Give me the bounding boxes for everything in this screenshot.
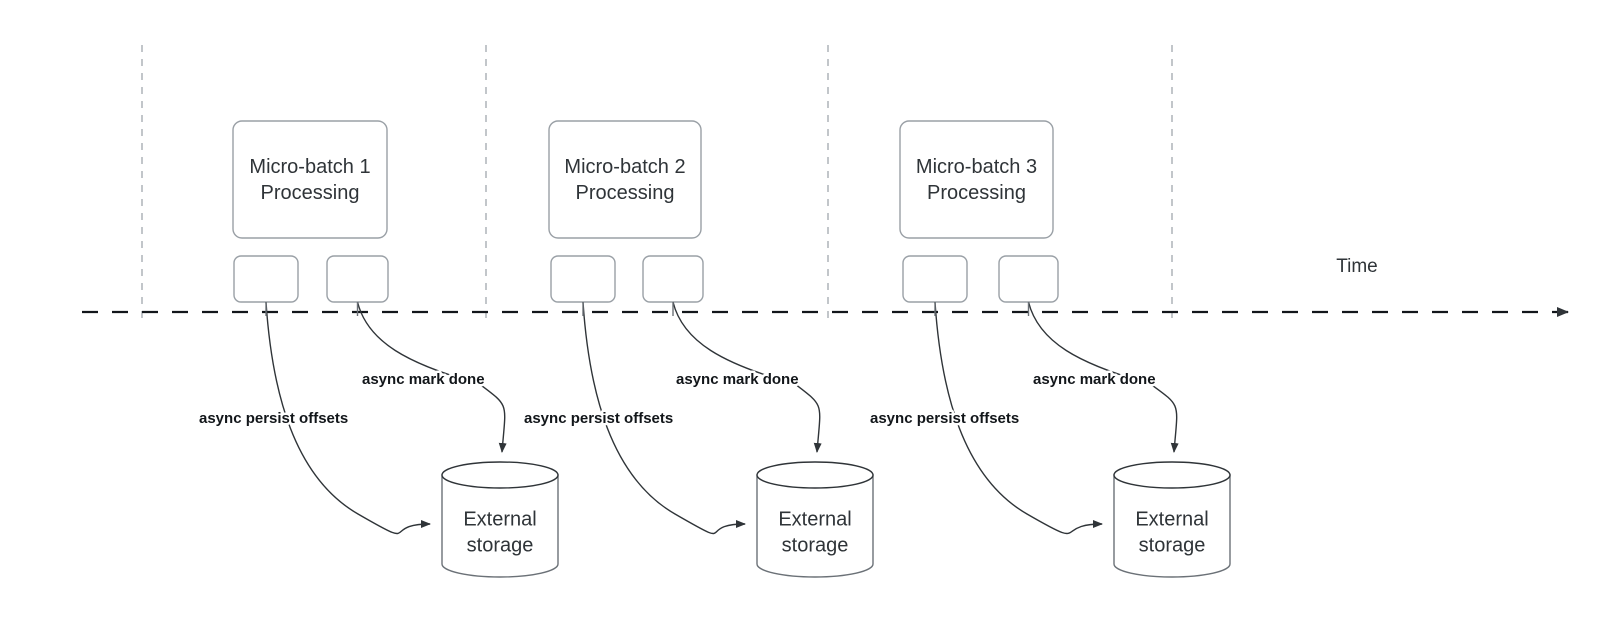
batch-2-edge-label-halo-2: async mark done xyxy=(676,371,799,388)
batch-3-edge-label-halo-1: async persist offsets xyxy=(870,410,1019,427)
batch-3-storage-cylinder[interactable]: External storage xyxy=(1113,461,1231,578)
batch-3-processing-box[interactable] xyxy=(899,120,1054,239)
batch-2-task-box-2[interactable] xyxy=(642,255,704,303)
batch-2-storage-cylinder[interactable]: External storage xyxy=(756,461,874,578)
batch-3-edge-label-halo-2: async mark done xyxy=(1033,371,1156,388)
batch-2-edge-persist-offsets xyxy=(582,301,746,535)
batch-2-edge-label-halo-1: async persist offsets xyxy=(524,410,673,427)
batch-1-title-line1: Micro-batch 1 xyxy=(249,156,370,178)
batch-3-edge-persist-offsets xyxy=(934,301,1103,535)
batch-1-edge-persist-offsets xyxy=(265,301,431,535)
batch-1-task-box-1[interactable] xyxy=(233,255,299,303)
batch-2-storage-label-line1: External xyxy=(778,508,851,530)
batch-3-cylinder-body xyxy=(1113,474,1231,578)
batch-2-processing-box[interactable] xyxy=(548,120,702,239)
batch-1-title-line2: Processing xyxy=(261,182,360,204)
batch-2-cylinder-body xyxy=(756,474,874,578)
batch-2-storage-label-line2: storage xyxy=(782,534,849,556)
batch-3-edge-mark-done xyxy=(1027,301,1179,453)
batch-3-edge-label-2: async mark done xyxy=(1033,371,1156,388)
batch-2-edge-label-2: async mark done xyxy=(676,371,799,388)
timeline-tick-group xyxy=(141,45,1173,320)
batch-2-cylinder-top xyxy=(756,461,874,489)
batch-2-task-box-1[interactable] xyxy=(550,255,616,303)
batch-3-storage-label-line1: External xyxy=(1135,508,1208,530)
batch-3-title-line2: Processing xyxy=(927,182,1026,204)
batch-3-task-box-1[interactable] xyxy=(902,255,968,303)
batch-2-title-line2: Processing xyxy=(576,182,675,204)
batch-3-cylinder-top xyxy=(1113,461,1231,489)
batch-1-storage-cylinder[interactable]: External storage xyxy=(441,461,559,578)
batch-3-storage-label-line2: storage xyxy=(1139,534,1206,556)
batch-1-task-box-2[interactable] xyxy=(326,255,389,303)
batch-1-edge-label-halo-2: async mark done xyxy=(362,371,485,388)
time-axis-label: Time xyxy=(1336,256,1378,277)
batch-1-cylinder-body xyxy=(441,474,559,578)
batch-1-edge-label-1: async persist offsets xyxy=(199,410,348,427)
batch-1-edge-label-halo-1: async persist offsets xyxy=(199,410,348,427)
batch-2-edge-label-1: async persist offsets xyxy=(524,410,673,427)
batch-1-storage-label-line2: storage xyxy=(467,534,534,556)
batch-3-task-box-2[interactable] xyxy=(998,255,1059,303)
batch-1-storage-label-line1: External xyxy=(463,508,536,530)
batch-2-title-line1: Micro-batch 2 xyxy=(564,156,685,178)
batch-3-title-line1: Micro-batch 3 xyxy=(916,156,1037,178)
batch-3-edge-label-1: async persist offsets xyxy=(870,410,1019,427)
batch-1-edge-mark-done xyxy=(356,301,507,453)
batch-1-edge-label-2: async mark done xyxy=(362,371,485,388)
batch-1-cylinder-top xyxy=(441,461,559,489)
batch-2-edge-mark-done xyxy=(672,301,822,453)
batch-1-processing-box[interactable] xyxy=(232,120,388,239)
